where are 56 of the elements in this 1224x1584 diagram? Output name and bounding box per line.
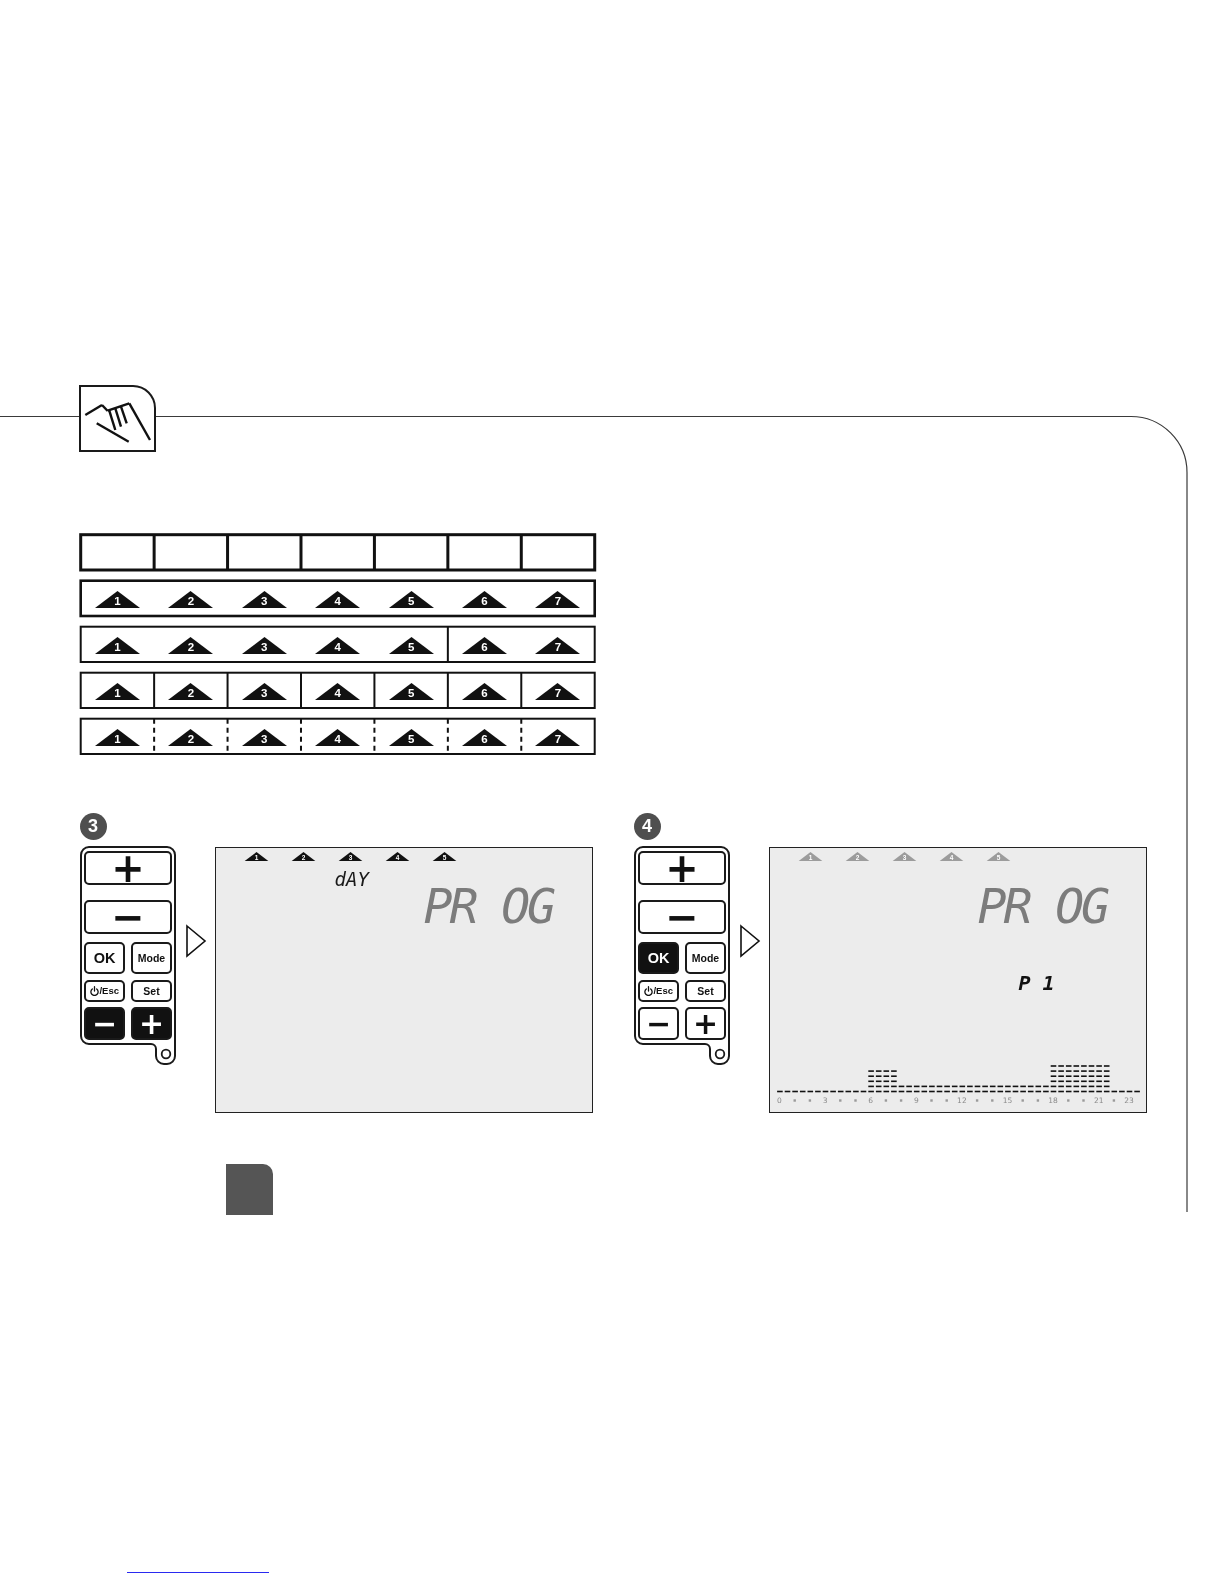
lcd-day-text: dAY (334, 869, 369, 889)
set-button: Set (685, 980, 726, 1002)
lcd-mode-text: PR OG (977, 881, 1107, 930)
lcd-program-text: P 1 (1018, 972, 1055, 993)
day-number: 7 (553, 596, 563, 608)
esc-button: /Esc (84, 980, 125, 1002)
day-number: 5 (406, 688, 416, 700)
day-number: 1 (113, 688, 122, 700)
day-number: 3 (260, 734, 269, 746)
ok-button: OK (84, 942, 125, 974)
minus-button: − (638, 900, 726, 934)
mode-button: Mode (685, 942, 726, 974)
plus-button: + (84, 851, 172, 885)
minus-button: − (84, 900, 172, 934)
day-number: 1 (113, 596, 122, 608)
plus-button: + (131, 1007, 172, 1040)
esc-button: /Esc (638, 980, 679, 1002)
day-number: 5 (406, 642, 416, 654)
day-number: 2 (186, 642, 196, 654)
plus-button: + (638, 851, 726, 885)
day-number: 1 (113, 642, 122, 654)
day-number: 3 (260, 642, 269, 654)
day-number: 4 (333, 596, 342, 608)
lcd-display (769, 847, 1147, 1113)
day-number: 4 (333, 642, 342, 654)
minus-button: − (84, 1007, 125, 1040)
day-number: 2 (186, 688, 196, 700)
arrow (740, 924, 761, 958)
day-number: 2 (186, 734, 196, 746)
lcd-mode-text: PR OG (423, 881, 553, 930)
keypad-panel (634, 846, 730, 1065)
arrow (186, 924, 207, 958)
step-number-badge: 4 (633, 812, 661, 840)
day-number: 7 (553, 642, 563, 654)
mode-button: Mode (131, 942, 172, 974)
minus-button: − (638, 1007, 679, 1040)
lcd-display (215, 847, 593, 1113)
day-number: 4 (333, 734, 342, 746)
day-number: 6 (480, 642, 489, 654)
day-number: 7 (553, 734, 563, 746)
plus-button: + (685, 1007, 726, 1040)
ok-button: OK (638, 942, 679, 974)
day-number: 2 (186, 596, 196, 608)
keypad-panel (80, 846, 176, 1065)
day-number: 7 (553, 688, 563, 700)
day-number: 5 (406, 734, 416, 746)
day-number: 6 (480, 734, 489, 746)
set-button: Set (131, 980, 172, 1002)
day-number: 3 (260, 596, 269, 608)
step-number-badge: 3 (79, 812, 107, 840)
day-number: 4 (333, 688, 342, 700)
day-number: 5 (406, 596, 416, 608)
day-number: 6 (480, 596, 489, 608)
day-number: 1 (113, 734, 122, 746)
day-number: 3 (260, 688, 269, 700)
day-number: 6 (480, 688, 489, 700)
